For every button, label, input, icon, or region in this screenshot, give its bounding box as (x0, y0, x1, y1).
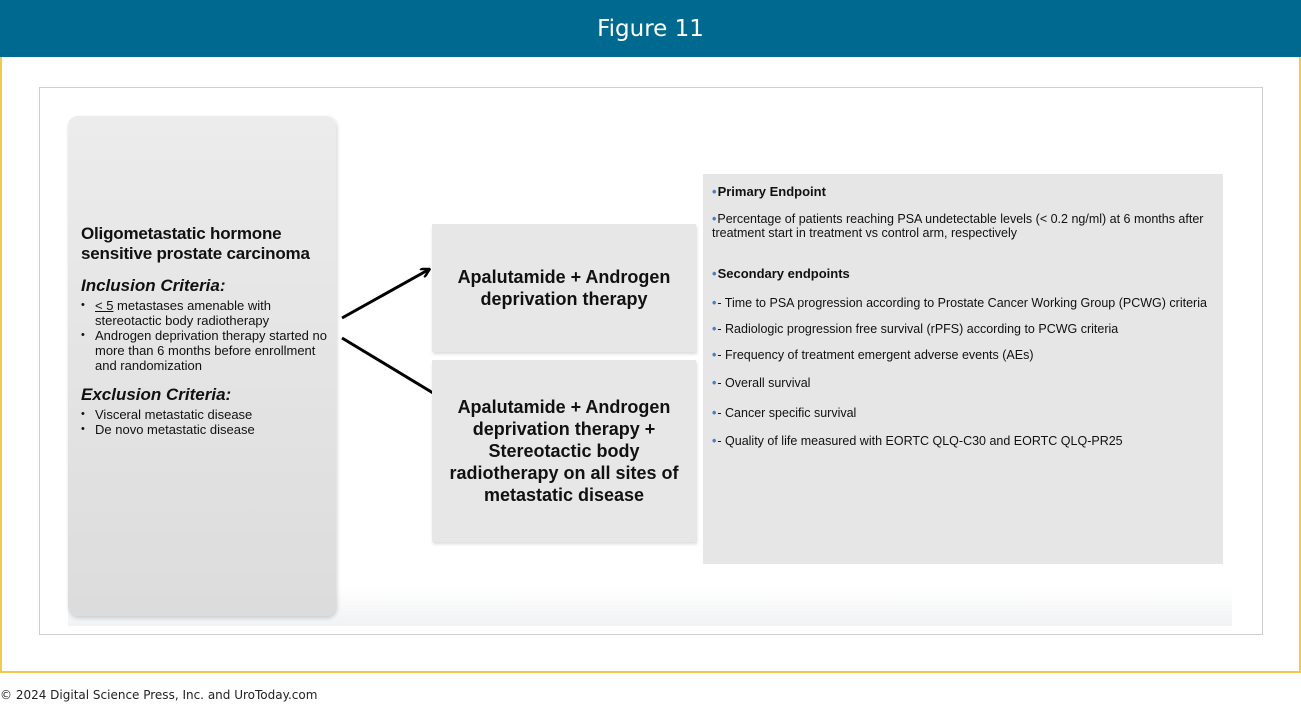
inclusion-item: • < 5 metastases amenable with stereotac… (81, 298, 333, 328)
secondary-endpoint-text: - Overall survival (717, 376, 811, 390)
bullet-icon: • (712, 434, 717, 448)
treatment-arm-label: Apalutamide + Androgen deprivation thera… (449, 397, 679, 505)
bullet-icon: • (712, 376, 717, 390)
exclusion-list: • Visceral metastatic disease • De novo … (81, 407, 333, 437)
bullet-icon: • (712, 266, 717, 281)
secondary-endpoint-text: - Frequency of treatment emergent advers… (717, 348, 1034, 362)
primary-endpoint-description: Percentage of patients reaching PSA unde… (712, 212, 1204, 240)
arrow-to-arm2 (341, 336, 448, 402)
population-panel: Oligometastatic hormone sensitive prosta… (68, 116, 336, 616)
primary-endpoint-title-text: Primary Endpoint (717, 184, 826, 199)
randomization-arrows (341, 248, 450, 418)
secondary-endpoint-item: •- Overall survival (712, 376, 1212, 390)
bullet-icon: • (712, 348, 717, 362)
endpoints-panel: •Primary Endpoint •Percentage of patient… (703, 174, 1223, 564)
treatment-arm-box: Apalutamide + Androgen deprivation thera… (432, 360, 696, 542)
inclusion-title: Inclusion Criteria: (81, 276, 226, 295)
control-arm-label: Apalutamide + Androgen deprivation thera… (457, 267, 671, 309)
bullet-icon: • (712, 322, 717, 336)
exclusion-title: Exclusion Criteria: (81, 385, 232, 404)
population-content: Oligometastatic hormone sensitive prosta… (81, 224, 333, 437)
bullet-icon: • (712, 212, 717, 226)
bullet-icon: • (81, 408, 85, 420)
figure-title: Figure 11 (597, 15, 704, 42)
secondary-endpoint-text: - Cancer specific survival (717, 406, 857, 420)
inclusion-item-text: metastases amenable with stereotactic bo… (95, 298, 271, 328)
bullet-icon: • (81, 423, 85, 435)
secondary-endpoint-item: •- Frequency of treatment emergent adver… (712, 348, 1212, 362)
primary-endpoint-title: •Primary Endpoint (712, 184, 1212, 200)
inclusion-item-prefix: < 5 (95, 298, 114, 313)
exclusion-item: • De novo metastatic disease (81, 422, 333, 437)
secondary-endpoint-item: •- Quality of life measured with EORTC Q… (712, 434, 1212, 448)
bullet-icon: • (81, 299, 85, 311)
figure-header: Figure 11 (0, 0, 1301, 57)
bullet-icon: • (712, 296, 717, 310)
trial-diagram: Oligometastatic hormone sensitive prosta… (39, 87, 1263, 635)
exclusion-item-text: De novo metastatic disease (95, 422, 255, 437)
endpoints-content: •Primary Endpoint •Percentage of patient… (712, 184, 1212, 448)
condition-title: Oligometastatic hormone sensitive prosta… (81, 224, 310, 263)
bullet-icon: • (712, 184, 717, 199)
primary-endpoint-text: •Percentage of patients reaching PSA und… (712, 212, 1212, 240)
secondary-endpoints-title: •Secondary endpoints (712, 266, 1212, 282)
exclusion-item-text: Visceral metastatic disease (95, 407, 253, 422)
control-arm-box: Apalutamide + Androgen deprivation thera… (432, 224, 696, 352)
bullet-icon: • (81, 329, 85, 341)
copyright-footer: © 2024 Digital Science Press, Inc. and U… (0, 688, 318, 702)
inclusion-item: • Androgen deprivation therapy started n… (81, 328, 333, 373)
secondary-endpoint-item: •- Cancer specific survival (712, 406, 1212, 420)
secondary-endpoints-title-text: Secondary endpoints (717, 266, 850, 281)
arrow-to-arm1 (341, 270, 428, 320)
inclusion-item-text: Androgen deprivation therapy started no … (95, 328, 327, 373)
secondary-endpoint-text: - Quality of life measured with EORTC QL… (717, 434, 1123, 448)
secondary-endpoint-text: - Time to PSA progression according to P… (717, 296, 1207, 310)
secondary-endpoint-item: •- Radiologic progression free survival … (712, 322, 1212, 336)
secondary-endpoint-text: - Radiologic progression free survival (… (717, 322, 1119, 336)
exclusion-item: • Visceral metastatic disease (81, 407, 333, 422)
inclusion-list: • < 5 metastases amenable with stereotac… (81, 298, 333, 373)
secondary-endpoint-item: •- Time to PSA progression according to … (712, 296, 1212, 310)
bullet-icon: • (712, 406, 717, 420)
